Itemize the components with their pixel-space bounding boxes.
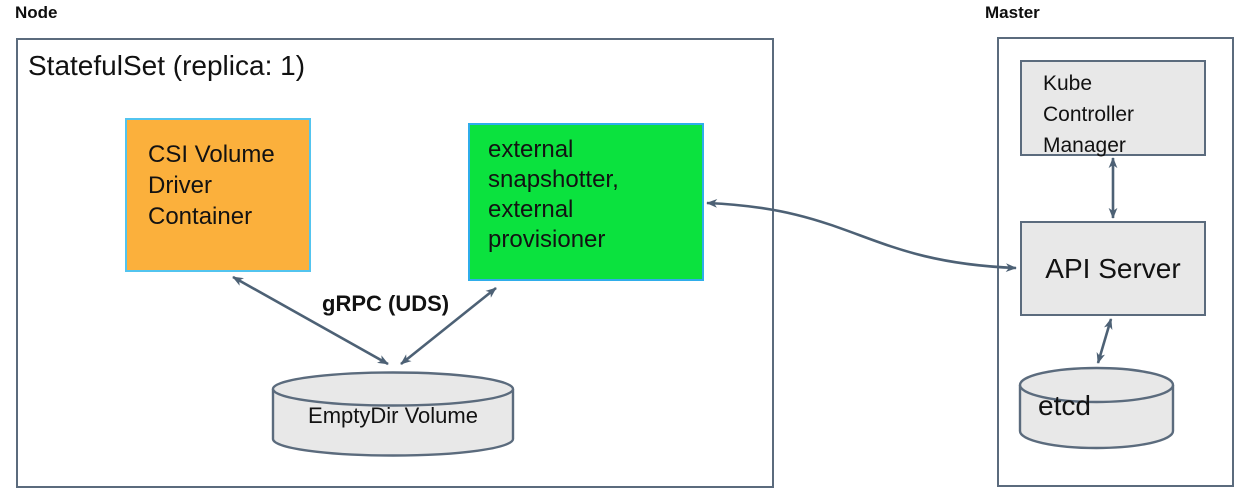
master-section-label: Master — [985, 3, 1040, 22]
api-server-box: API Server — [1020, 221, 1206, 316]
etcd-cylinder — [1018, 366, 1175, 450]
arrow-sidecar-emptydir — [400, 286, 497, 366]
arrow-csi-driver-emptydir — [232, 275, 389, 366]
csi-volume-driver-container-box: CSI Volume Driver Container — [125, 118, 311, 272]
etcd-label: etcd — [1038, 390, 1091, 421]
arrow-apiserver-etcd — [1096, 318, 1113, 364]
emptydir-volume-label: EmptyDir Volume — [308, 403, 478, 428]
emptydir-cylinder-top — [271, 371, 515, 407]
emptydir-cylinder-body — [271, 389, 515, 457]
kube-controller-manager-box: Kube Controller Manager — [1020, 60, 1206, 157]
statefulset-title: StatefulSet (replica: 1) — [28, 50, 306, 81]
node-section-label: Node — [15, 3, 58, 22]
arrow-sidecar-apiserver — [706, 199, 1017, 272]
grpc-uds-label: gRPC (UDS) — [322, 291, 450, 316]
etcd-cylinder-top — [1018, 366, 1175, 404]
emptydir-volume-cylinder — [271, 371, 515, 457]
external-snapshotter-provisioner-box: external snapshotter, external provision… — [468, 123, 704, 281]
